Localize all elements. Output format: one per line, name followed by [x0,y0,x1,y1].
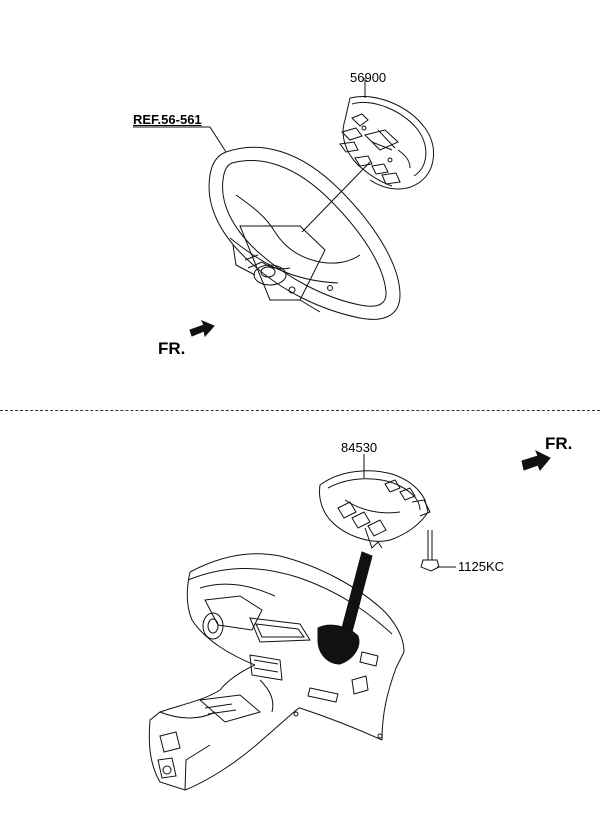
part-number-passenger-airbag: 84530 [341,440,378,455]
reference-label-steering-wheel: REF.56-561 [133,112,202,127]
dashboard-drawing [148,553,405,791]
section-divider [0,410,600,411]
front-direction-arrow-icon [189,320,215,338]
leader-line [301,161,371,233]
front-direction-arrow-icon [521,449,551,471]
part-number-bolt: 1125KC [458,559,505,574]
steering-wheel-drawing [208,146,401,320]
driver-airbag-module-drawing [339,96,435,190]
front-direction-label: FR. [545,434,573,453]
part-number-driver-airbag: 56900 [350,70,387,85]
front-direction-label: FR. [158,339,186,358]
passenger-airbag-module-drawing [319,470,431,549]
bolt-drawing [420,530,440,572]
